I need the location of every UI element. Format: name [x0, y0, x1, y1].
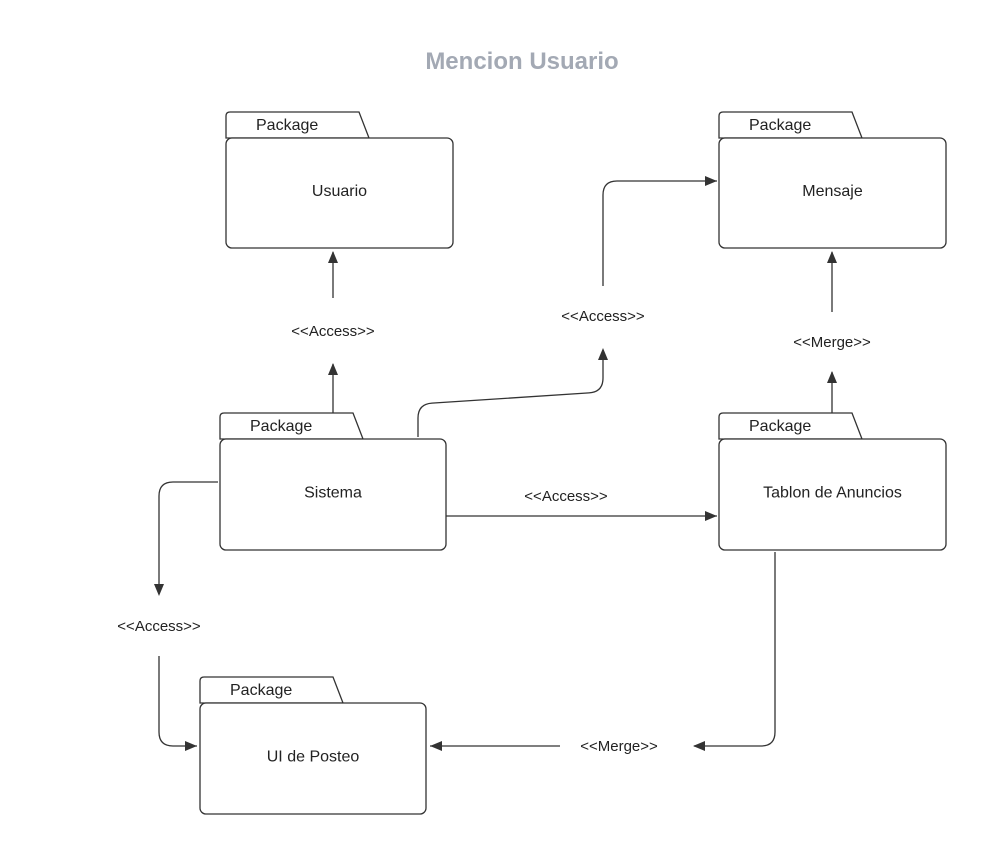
package-name: Sistema: [304, 485, 362, 502]
connector-label: <<Access>>: [561, 308, 645, 325]
connector-label: <<Merge>>: [580, 738, 658, 755]
package-posteo[interactable]: Package UI de Posteo: [199, 676, 427, 815]
package-tab-label: Package: [256, 117, 318, 134]
package-tab-label: Package: [749, 418, 811, 435]
arrowhead: [693, 741, 705, 751]
connector-label: <<Access>>: [291, 323, 375, 340]
arrowhead: [827, 251, 837, 263]
connector-sistema-mensaje[interactable]: [417, 176, 717, 437]
package-name: Tablon de Anuncios: [763, 485, 902, 502]
connector-sistema-tablon[interactable]: [446, 511, 717, 521]
connector-label: <<Merge>>: [793, 334, 871, 351]
connector-sistema-usuario[interactable]: [328, 251, 338, 413]
package-body: [718, 137, 947, 249]
arrowhead: [827, 371, 837, 383]
package-name: UI de Posteo: [267, 749, 360, 766]
package-tab: [718, 111, 863, 139]
package-body: [225, 137, 454, 249]
package-tab: [225, 111, 370, 139]
package-tab: [718, 412, 863, 440]
connector-sistema-posteo[interactable]: [154, 481, 218, 751]
package-tab: [199, 676, 344, 704]
package-body: [718, 438, 947, 551]
package-body: [199, 702, 427, 815]
connector-line: [602, 180, 717, 286]
package-body: [219, 438, 447, 551]
arrowhead: [328, 251, 338, 263]
arrowhead: [705, 511, 717, 521]
package-tab: [219, 412, 364, 440]
arrowhead: [598, 348, 608, 360]
connector-tablon-mensaje[interactable]: [827, 251, 837, 413]
connector-layer: [154, 176, 837, 751]
package-name: Mensaje: [802, 183, 863, 200]
package-layer: PackageUsuarioPackageMensajePackageSiste…: [199, 111, 947, 815]
arrowhead: [185, 741, 197, 751]
package-tab-label: Package: [250, 418, 312, 435]
label-layer: <<Access>> <<Access>> <<Merge>> <<Access>> <…: [117, 308, 871, 755]
arrowhead: [328, 363, 338, 375]
diagram-title: Mencion Usuario: [425, 48, 618, 75]
connector-line: [694, 552, 776, 747]
package-tab-label: Package: [749, 117, 811, 134]
connector-label: <<Access>>: [524, 488, 608, 505]
connector-line: [158, 481, 218, 594]
arrowhead: [430, 741, 442, 751]
connector-line: [417, 350, 604, 437]
package-name: Usuario: [312, 183, 367, 200]
arrowhead: [705, 176, 717, 186]
package-tab-label: Package: [230, 682, 292, 699]
connector-tablon-posteo[interactable]: [430, 552, 776, 751]
arrowhead: [154, 584, 164, 596]
connector-label: <<Access>>: [117, 618, 201, 635]
connector-line: [158, 656, 197, 747]
